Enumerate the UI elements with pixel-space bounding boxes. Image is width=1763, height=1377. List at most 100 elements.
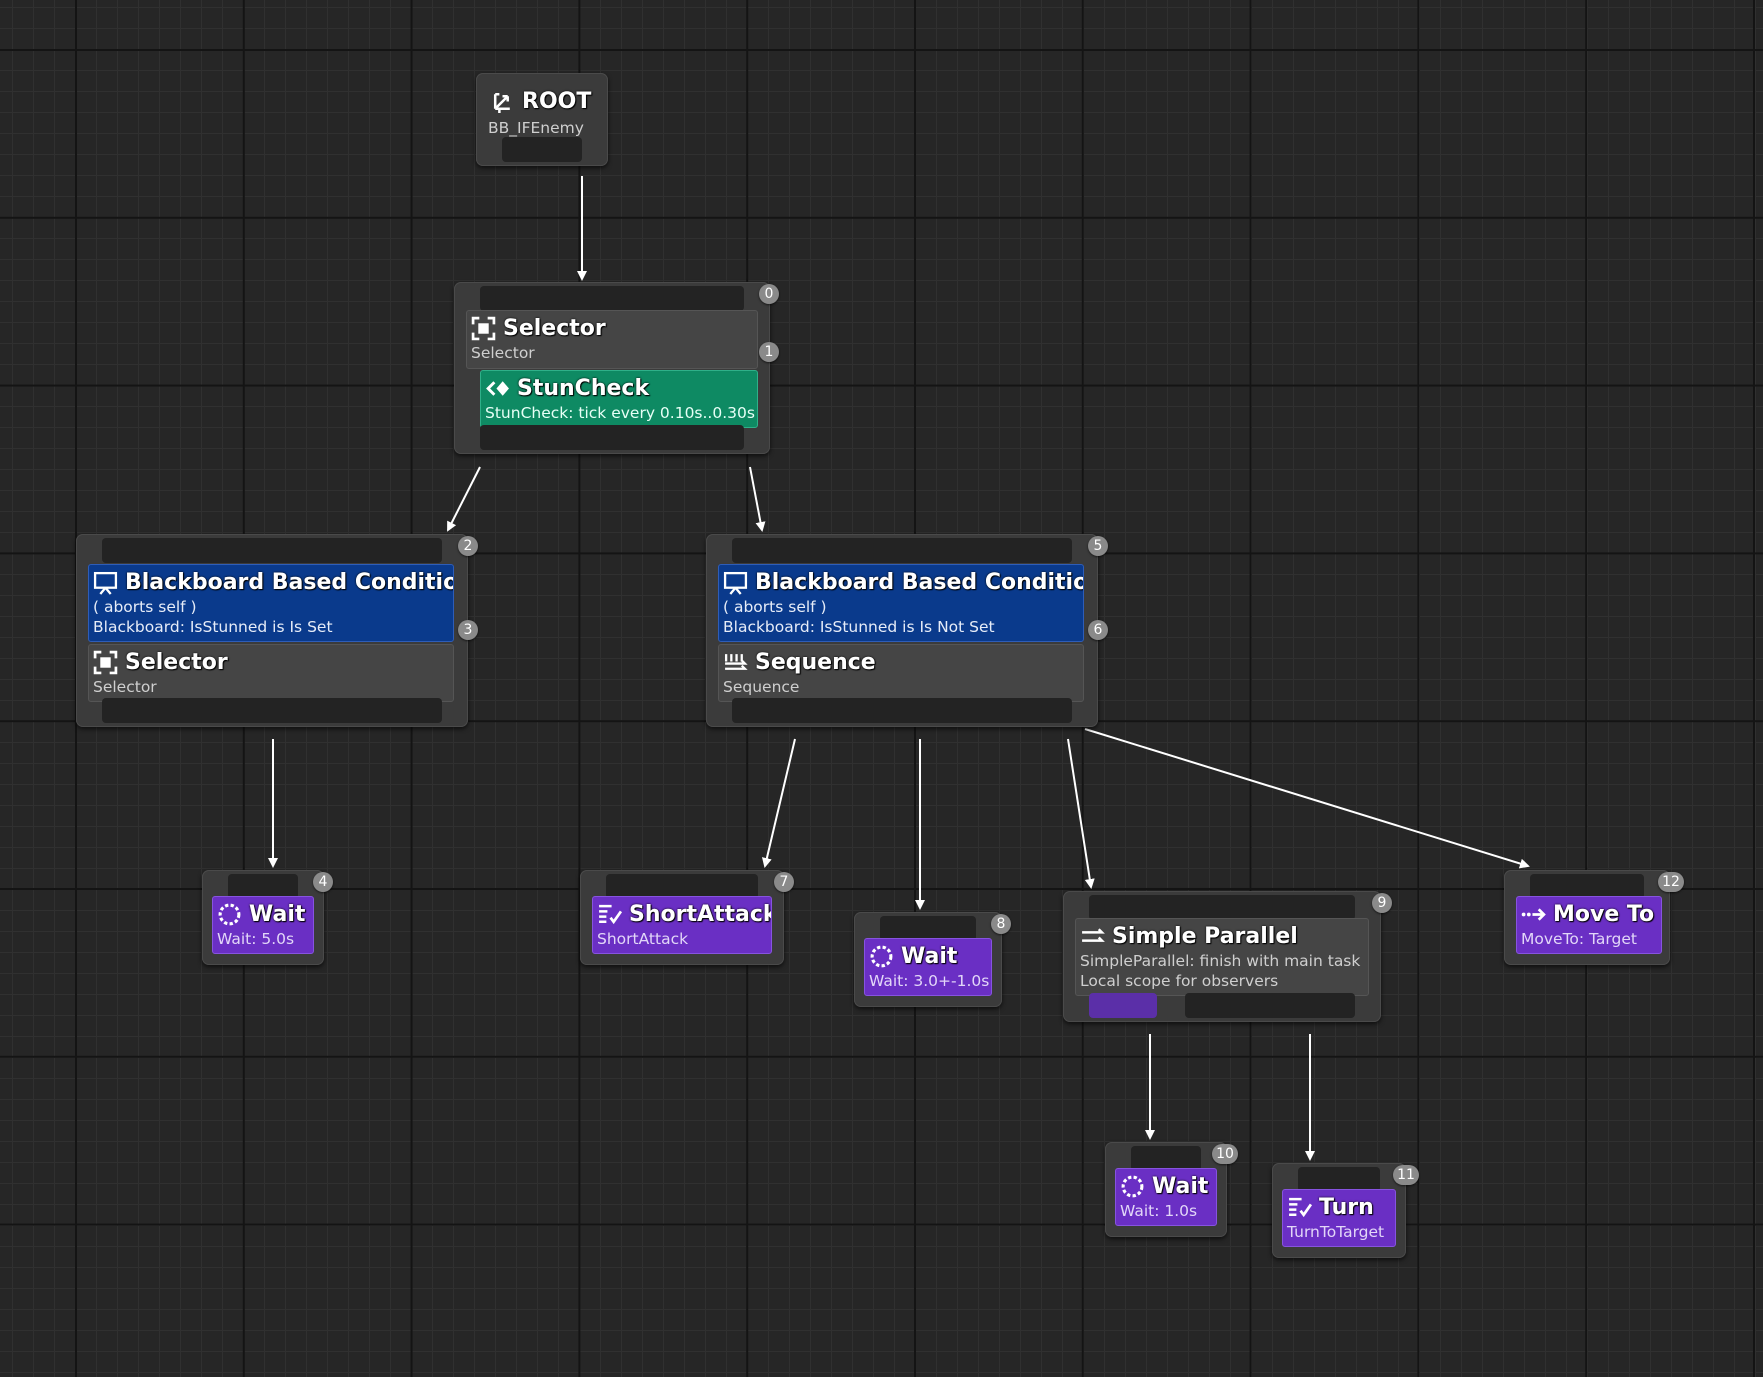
selector-icon (471, 316, 496, 341)
blackboard-icon (723, 570, 748, 595)
execution-index-badge: 0 (759, 284, 779, 304)
service-icon (485, 376, 510, 401)
output-pin[interactable] (732, 698, 1072, 723)
input-pin[interactable] (732, 538, 1072, 563)
node-title: Turn (1319, 1194, 1374, 1220)
task-icon (1287, 1195, 1312, 1220)
input-pin[interactable] (606, 874, 758, 899)
blackboard-condition-decorator[interactable]: Blackboard Based Condition ( aborts self… (718, 564, 1084, 642)
task-icon (597, 902, 622, 927)
execution-index-badge: 8 (991, 914, 1011, 934)
output-pin[interactable] (102, 698, 442, 723)
task-card[interactable]: Wait Wait: 1.0s (1115, 1168, 1217, 1226)
edge-sequence-to-moveto (1084, 728, 1530, 869)
node-subtitle: MoveTo: Target (1521, 930, 1637, 948)
moveto-task-node[interactable]: Move To MoveTo: Target (1504, 870, 1670, 965)
node-subtitle: Selector (93, 678, 157, 696)
decorator-abort-mode: ( aborts self ) (93, 598, 197, 616)
selector-composite[interactable]: Selector Selector (88, 644, 454, 702)
execution-index-badge: 12 (1658, 872, 1684, 892)
execution-index-badge: 9 (1372, 893, 1392, 913)
task-card[interactable]: Move To MoveTo: Target (1516, 896, 1662, 954)
parallel-icon (1080, 924, 1105, 949)
node-title: Sequence (755, 649, 876, 675)
node-subtitle: Wait: 5.0s (217, 930, 295, 948)
input-pin[interactable] (1530, 874, 1644, 899)
node-subtitle: StunCheck: tick every 0.10s..0.30s (485, 404, 755, 422)
decorator-condition: Blackboard: IsStunned is Is Set (93, 618, 333, 636)
move-to-icon (1521, 902, 1546, 927)
execution-index-badge: 11 (1393, 1165, 1419, 1185)
wait-icon (869, 944, 894, 969)
node-title: StunCheck (517, 375, 650, 401)
selector-icon (93, 650, 118, 675)
parallel-finish-mode: SimpleParallel: finish with main task (1080, 952, 1361, 970)
execution-index-badge: 3 (458, 620, 478, 640)
task-card[interactable]: Turn TurnToTarget (1282, 1189, 1396, 1247)
execution-index-badge: 5 (1088, 536, 1108, 556)
execution-index-badge: 6 (1088, 620, 1108, 640)
node-subtitle: Selector (471, 344, 535, 362)
edge-sequence-to-shortattack (761, 738, 796, 868)
task-card[interactable]: Wait Wait: 5.0s (212, 896, 314, 954)
wait-task-node[interactable]: Wait Wait: 5.0s (202, 870, 324, 965)
node-title: Move To (1553, 901, 1655, 927)
task-card[interactable]: Wait Wait: 3.0+-1.0s (864, 938, 992, 996)
node-title: Selector (125, 649, 228, 675)
input-pin[interactable] (1298, 1167, 1380, 1192)
root-branch-icon (490, 89, 515, 114)
decorated-selector-node[interactable]: Blackboard Based Condition ( aborts self… (76, 534, 468, 727)
blackboard-condition-decorator[interactable]: Blackboard Based Condition ( aborts self… (88, 564, 454, 642)
decorator-abort-mode: ( aborts self ) (723, 598, 827, 616)
execution-index-badge: 10 (1212, 1144, 1238, 1164)
node-subtitle: BB_IFEnemy (488, 119, 584, 137)
selector-composite[interactable]: Selector Selector (466, 310, 758, 369)
node-subtitle: Wait: 3.0+-1.0s (869, 972, 990, 990)
node-title: Wait (1152, 1173, 1209, 1199)
parallel-observer-scope: Local scope for observers (1080, 972, 1279, 990)
node-title: Wait (901, 943, 958, 969)
sequence-composite[interactable]: Sequence Sequence (718, 644, 1084, 702)
stuncheck-service[interactable]: StunCheck StunCheck: tick every 0.10s..0… (480, 370, 758, 428)
input-pin[interactable] (102, 538, 442, 563)
input-pin[interactable] (1131, 1146, 1201, 1171)
turn-task-node[interactable]: Turn TurnToTarget (1272, 1163, 1406, 1258)
input-pin[interactable] (228, 874, 298, 899)
execution-index-badge: 2 (458, 536, 478, 556)
simple-parallel-composite[interactable]: Simple Parallel SimpleParallel: finish w… (1075, 918, 1369, 996)
execution-index-badge: 7 (774, 872, 794, 892)
node-title: Selector (503, 315, 606, 341)
decorated-sequence-node[interactable]: Blackboard Based Condition ( aborts self… (706, 534, 1098, 727)
task-card[interactable]: ShortAttack ShortAttack (592, 896, 772, 954)
simple-parallel-node[interactable]: Simple Parallel SimpleParallel: finish w… (1063, 891, 1381, 1022)
node-title: Wait (249, 901, 306, 927)
wait-task-node[interactable]: Wait Wait: 1.0s (1105, 1142, 1227, 1237)
background-tree-pin[interactable] (1185, 993, 1355, 1018)
shortattack-task-node[interactable]: ShortAttack ShortAttack (580, 870, 784, 965)
main-task-pin[interactable] (1089, 993, 1157, 1018)
node-subtitle: Wait: 1.0s (1120, 1202, 1198, 1220)
input-pin[interactable] (880, 916, 976, 941)
root-node[interactable]: ROOT BB_IFEnemy (476, 73, 608, 166)
output-pin[interactable] (502, 137, 582, 162)
edge-sequence-to-simpleparallel (1067, 738, 1095, 889)
decorator-condition: Blackboard: IsStunned is Is Not Set (723, 618, 995, 636)
node-title: Blackboard Based Condition (755, 569, 1084, 595)
node-title: ROOT (522, 88, 592, 114)
node-subtitle: Sequence (723, 678, 800, 696)
node-title: Blackboard Based Condition (125, 569, 454, 595)
node-subtitle: TurnToTarget (1287, 1223, 1385, 1241)
node-title: ShortAttack (629, 901, 772, 927)
execution-index-badge: 4 (313, 872, 333, 892)
wait-icon (217, 902, 242, 927)
execution-index-badge: 1 (759, 342, 779, 362)
selector-node[interactable]: Selector Selector StunCheck StunCheck: t… (454, 282, 770, 454)
sequence-icon (723, 650, 748, 675)
output-pin[interactable] (480, 425, 744, 450)
edge-selector-to-right-condition (749, 466, 766, 532)
input-pin[interactable] (1089, 895, 1355, 920)
wait-icon (1120, 1174, 1145, 1199)
wait-task-node[interactable]: Wait Wait: 3.0+-1.0s (854, 912, 1002, 1007)
input-pin[interactable] (480, 286, 744, 311)
